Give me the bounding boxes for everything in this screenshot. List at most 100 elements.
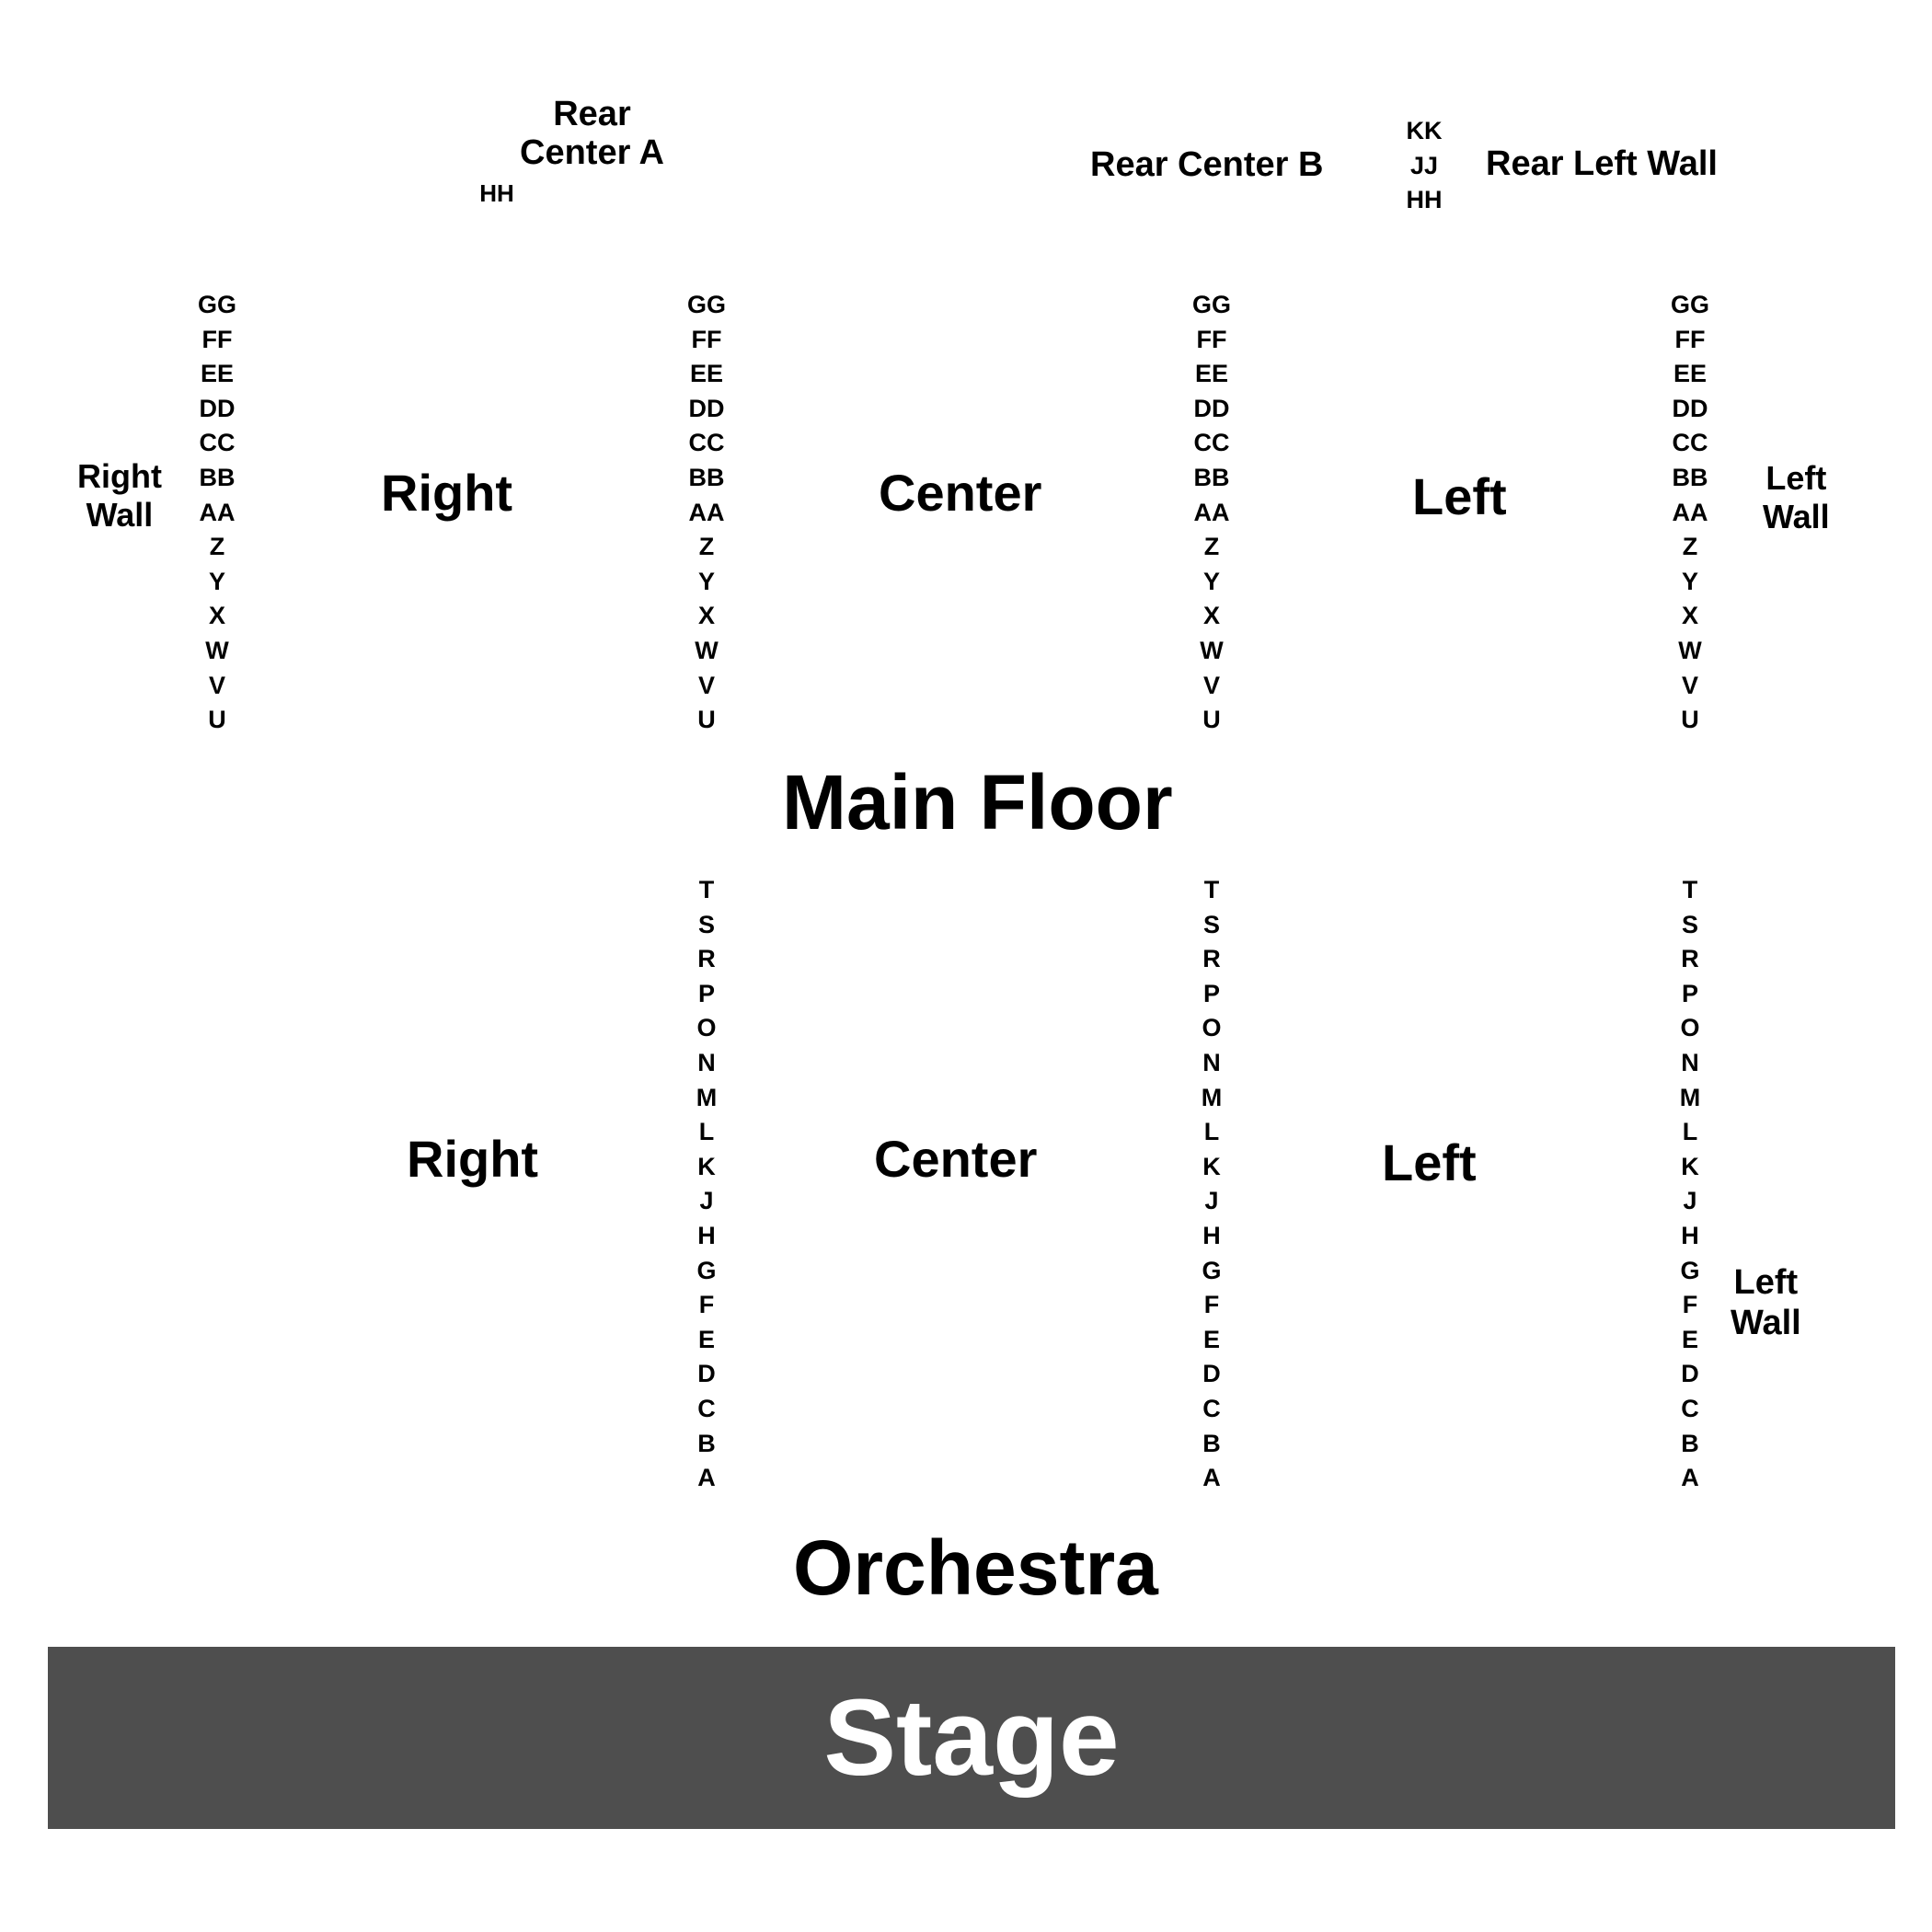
row-letter: V bbox=[208, 671, 225, 699]
row-letter: F bbox=[1682, 1291, 1698, 1319]
row-letter: C bbox=[1681, 1394, 1699, 1422]
row-letter: Y bbox=[1202, 567, 1220, 595]
row-letter: A bbox=[1681, 1464, 1699, 1492]
row-letter: U bbox=[1202, 706, 1221, 734]
row-letter: BB bbox=[1672, 463, 1708, 491]
row-letter: JJ bbox=[1409, 151, 1439, 179]
rear-center-b-label: Rear Center B bbox=[1090, 145, 1324, 184]
row-letter: P bbox=[1202, 979, 1220, 1007]
row-letter: D bbox=[1202, 1360, 1221, 1388]
row-letter: S bbox=[1681, 910, 1698, 938]
row-letter: B bbox=[697, 1429, 716, 1457]
row-letter: Z bbox=[209, 533, 225, 561]
row-letter: AA bbox=[1672, 498, 1708, 526]
orchestra-right-label: Right bbox=[407, 1130, 539, 1188]
row-letter: U bbox=[1681, 706, 1699, 734]
row-letter: G bbox=[1202, 1256, 1222, 1284]
row-letter: R bbox=[697, 945, 716, 973]
rear-center-a-rows: HH bbox=[469, 177, 524, 212]
row-letter: J bbox=[699, 1187, 714, 1215]
row-letter: GG bbox=[1670, 291, 1709, 318]
rear-center-a-label: Rear Center A bbox=[520, 95, 664, 172]
row-letter: K bbox=[1202, 1152, 1221, 1180]
row-letter: O bbox=[696, 1014, 717, 1042]
row-letter: T bbox=[698, 876, 715, 903]
row-letter: O bbox=[1680, 1014, 1700, 1042]
row-letter: J bbox=[1204, 1187, 1219, 1215]
row-letter: EE bbox=[689, 360, 724, 388]
row-letter: DD bbox=[1193, 394, 1230, 422]
row-letter: C bbox=[1202, 1394, 1221, 1422]
row-letter: FF bbox=[1196, 325, 1227, 353]
row-letter: T bbox=[1682, 876, 1698, 903]
orchestra-left-label: Left bbox=[1382, 1133, 1477, 1191]
row-letter: L bbox=[1203, 1118, 1220, 1146]
orchestra-title: Orchestra bbox=[793, 1524, 1158, 1611]
row-letter: Z bbox=[1682, 533, 1698, 561]
row-letter: C bbox=[697, 1394, 716, 1422]
row-letter: EE bbox=[1194, 360, 1229, 388]
row-letter: W bbox=[695, 636, 719, 664]
orchestra-center-label: Center bbox=[874, 1130, 1038, 1188]
row-letter: CC bbox=[688, 429, 725, 457]
row-letter: KK bbox=[1406, 117, 1443, 144]
row-letter: L bbox=[698, 1118, 715, 1146]
row-letter: R bbox=[1681, 945, 1699, 973]
row-letter: M bbox=[1201, 1083, 1223, 1111]
row-letter: F bbox=[1203, 1291, 1220, 1319]
row-letter: H bbox=[1202, 1221, 1221, 1249]
row-letter: DD bbox=[1672, 394, 1708, 422]
main-floor-left-wall-label: Left Wall bbox=[1763, 459, 1830, 535]
row-letter: DD bbox=[688, 394, 725, 422]
rear-left-wall-label: Rear Left Wall bbox=[1486, 144, 1718, 183]
row-letter: F bbox=[698, 1291, 715, 1319]
row-letter: K bbox=[1681, 1152, 1699, 1180]
row-letter: L bbox=[1682, 1118, 1698, 1146]
row-letter: HH bbox=[1406, 186, 1443, 214]
row-letter: G bbox=[1680, 1256, 1700, 1284]
row-letter: B bbox=[1681, 1429, 1699, 1457]
row-letter: FF bbox=[1674, 325, 1706, 353]
row-letter: GG bbox=[1191, 291, 1231, 318]
row-letter: X bbox=[697, 602, 715, 630]
row-letter: V bbox=[1202, 671, 1220, 699]
row-letter: H bbox=[697, 1221, 716, 1249]
row-letter: K bbox=[697, 1152, 716, 1180]
stage: Stage bbox=[48, 1647, 1895, 1829]
row-letter: J bbox=[1683, 1187, 1697, 1215]
row-letter: BB bbox=[199, 463, 236, 491]
row-letter: W bbox=[1678, 636, 1702, 664]
row-letter: H bbox=[1681, 1221, 1699, 1249]
row-letter: W bbox=[205, 636, 229, 664]
main-floor-center-label: Center bbox=[879, 464, 1042, 522]
row-letter: V bbox=[697, 671, 715, 699]
row-letter: V bbox=[1681, 671, 1698, 699]
row-letter: B bbox=[1202, 1429, 1221, 1457]
row-letter: X bbox=[1681, 602, 1698, 630]
row-letter: FF bbox=[691, 325, 722, 353]
row-letter: Z bbox=[698, 533, 715, 561]
row-letter: N bbox=[697, 1048, 716, 1076]
row-letter: EE bbox=[1673, 360, 1708, 388]
row-letter: N bbox=[1681, 1048, 1699, 1076]
row-letter: X bbox=[208, 602, 225, 630]
row-letter: GG bbox=[197, 291, 236, 318]
row-letter: AA bbox=[199, 498, 236, 526]
main-floor-title: Main Floor bbox=[782, 759, 1173, 845]
row-letter: N bbox=[1202, 1048, 1221, 1076]
row-letter: P bbox=[697, 979, 715, 1007]
orchestra-left-wall-label: Left Wall bbox=[1731, 1263, 1801, 1342]
row-letter: BB bbox=[1193, 463, 1230, 491]
row-letter: AA bbox=[688, 498, 725, 526]
row-letter: AA bbox=[1193, 498, 1230, 526]
row-letter: CC bbox=[199, 429, 236, 457]
row-letter: A bbox=[1202, 1464, 1221, 1492]
row-letter: CC bbox=[1672, 429, 1708, 457]
